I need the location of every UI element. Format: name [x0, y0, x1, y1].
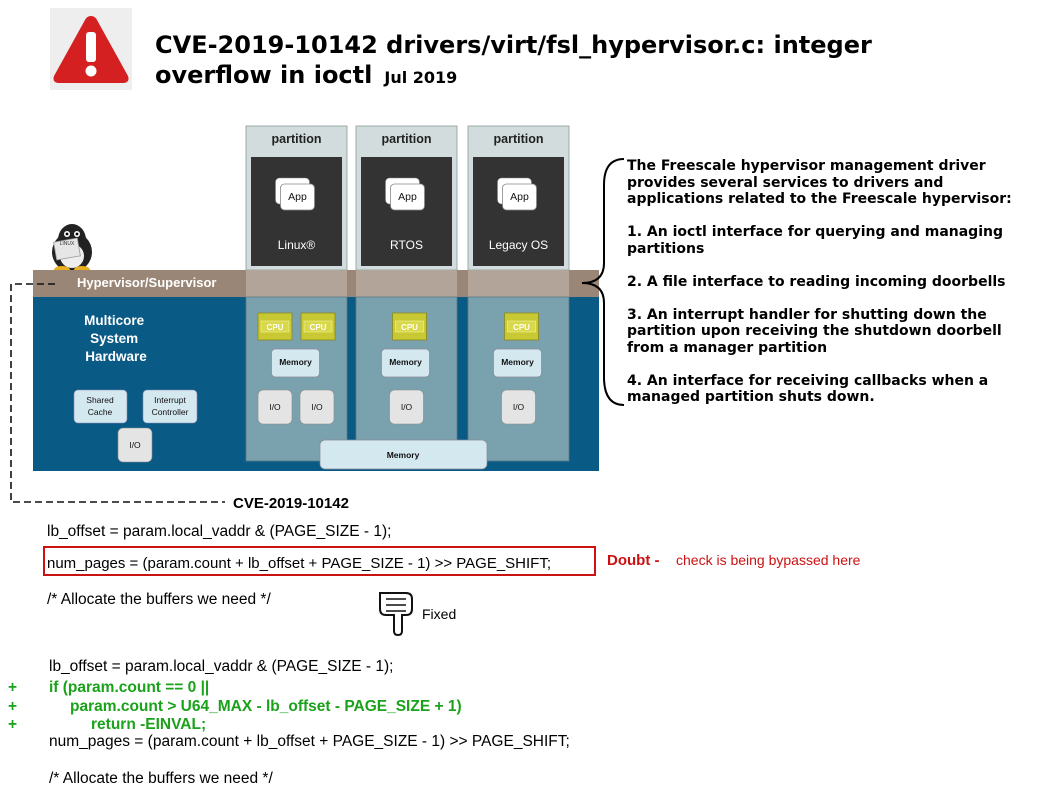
cpu-label: CPU [267, 323, 284, 332]
cpu-core [507, 320, 536, 333]
cpu-core [303, 320, 333, 333]
description-line: applications related to the Freescale hy… [627, 191, 1012, 207]
partition-label: partition [382, 132, 432, 146]
io-box [299, 389, 335, 425]
vulnerable-line-box [43, 546, 596, 576]
diff-plus-sign: + [8, 698, 18, 715]
description-line: 4. An interface for receiving callbacks … [627, 372, 989, 389]
io-label: I/O [311, 402, 323, 412]
memory-box [493, 348, 542, 378]
tux-label: LINUX [60, 241, 75, 247]
title-date: Jul 2019 [384, 68, 458, 87]
io-label: I/O [129, 440, 141, 450]
cpu-label: CPU [513, 323, 530, 332]
description-line: The Freescale hypervisor management driv… [627, 158, 986, 174]
hardware-label: Multicore System Hardware [84, 313, 148, 364]
bottom-memory-label: Memory [387, 450, 420, 460]
bottom-memory-box [319, 439, 488, 470]
cpu-core [260, 320, 290, 333]
memory-label: Memory [501, 357, 534, 367]
description-line: 2. A file interface to reading incoming … [627, 273, 1006, 290]
shared-cache-box [73, 389, 128, 424]
os-box [361, 157, 452, 266]
code-after-line1: lb_offset = param.local_vaddr & (PAGE_SI… [49, 658, 394, 675]
partition-hyp-overlay [246, 270, 347, 297]
description-line: partitions [627, 240, 705, 257]
memory-box [271, 348, 320, 378]
code-after-comment: /* Allocate the buffers we need */ [49, 770, 273, 787]
memory-label: Memory [389, 357, 422, 367]
description-line: 3. An interrupt handler for shutting dow… [627, 306, 987, 323]
code-before-line2: num_pages = (param.count + lb_offset + P… [47, 555, 552, 572]
code-before-line1: lb_offset = param.local_vaddr & (PAGE_SI… [47, 523, 392, 540]
interrupt-controller-box [142, 389, 198, 424]
io-box [501, 389, 536, 425]
io-label: I/O [269, 402, 281, 412]
app-label: App [398, 191, 417, 203]
io-box [117, 427, 153, 463]
description-line: partition upon receiving the shutdown do… [627, 323, 1002, 339]
page-title-line2: overflow in ioctl Jul 2019 [155, 61, 457, 89]
os-label: Legacy OS [489, 238, 548, 252]
description-line: provides several services to drivers and [627, 174, 944, 191]
description-line: 1. An ioctl interface for querying and m… [627, 224, 1003, 240]
io-label: I/O [401, 402, 413, 412]
partition-hyp-overlay [468, 270, 569, 297]
pointing-hand-icon [376, 587, 418, 637]
added-code-line: if (param.count == 0 || [49, 679, 210, 696]
app-label: App [510, 191, 529, 203]
io-label: I/O [513, 402, 525, 412]
code-after-num-pages: num_pages = (param.count + lb_offset + P… [49, 733, 570, 750]
doubt-text: check is being bypassed here [676, 552, 861, 568]
app-card [390, 183, 425, 211]
warning-icon [50, 8, 132, 90]
diff-plus-sign: + [8, 679, 18, 696]
os-label: RTOS [390, 238, 423, 252]
title-text: overflow in ioctl [155, 61, 373, 89]
fixed-label: Fixed [422, 606, 457, 622]
partition-label: partition [494, 132, 544, 146]
app-label: App [288, 191, 307, 203]
cpu-core [395, 320, 424, 333]
architecture-diagram: LINUX Hypervisor/Supervisor Multicore Sy… [10, 125, 599, 503]
os-box [473, 157, 564, 266]
curly-brace [581, 158, 625, 406]
description-line: managed partition shuts down. [627, 389, 875, 405]
app-card [502, 183, 537, 211]
added-code-line: param.count > U64_MAX - lb_offset - PAGE… [70, 698, 462, 715]
os-label: Linux® [278, 238, 316, 252]
cve-label: CVE-2019-10142 [233, 495, 349, 512]
code-before-line3: /* Allocate the buffers we need */ [47, 591, 271, 608]
page-title: CVE-2019-10142 drivers/virt/fsl_hypervis… [155, 31, 872, 59]
dashed-connector [10, 283, 225, 503]
diff-plus-sign: + [8, 716, 18, 733]
description-line: from a manager partition [627, 339, 828, 356]
memory-box [381, 348, 430, 378]
hypervisor-label: Hypervisor/Supervisor [77, 275, 216, 290]
cpu-label: CPU [401, 323, 418, 332]
tux-penguin-icon: LINUX [52, 224, 92, 274]
cpu-label: CPU [310, 323, 327, 332]
added-code-line: return -EINVAL; [91, 716, 207, 733]
app-card [280, 183, 315, 211]
os-box [251, 157, 342, 266]
partition-hyp-overlay [356, 270, 457, 297]
memory-label: Memory [279, 357, 312, 367]
partition-label: partition [272, 132, 322, 146]
io-box [389, 389, 424, 425]
doubt-label: Doubt - [607, 552, 660, 569]
io-box [257, 389, 293, 425]
